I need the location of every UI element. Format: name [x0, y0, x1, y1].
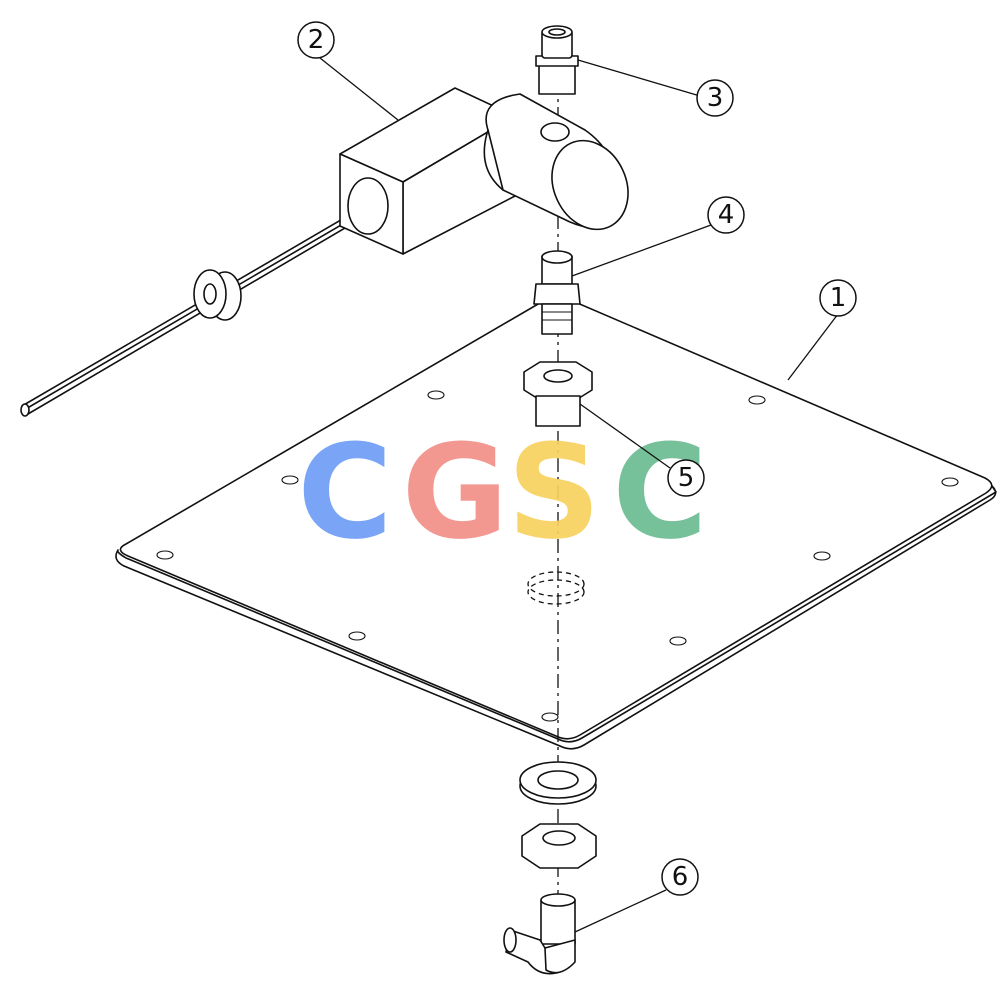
callout-1: 1: [819, 279, 857, 317]
hex-nut: [521, 823, 597, 869]
callout-6: 6: [661, 858, 699, 896]
plate-center-hole: [527, 571, 585, 605]
watermark-letter-2: G: [402, 416, 509, 568]
washer: [519, 761, 597, 805]
callout-1-label: 1: [830, 283, 847, 313]
watermark-letter-3: S: [507, 416, 601, 568]
callout-5-label: 5: [678, 463, 695, 493]
plate-holes: [156, 390, 959, 722]
sensor-housing: [20, 87, 629, 417]
cgsc-watermark: C G S C: [297, 416, 707, 568]
elbow-fitting: [503, 893, 576, 975]
callout-5: 5: [667, 459, 705, 497]
callout-4: 4: [707, 196, 745, 234]
callout-2: 2: [297, 21, 335, 59]
cable-grommet: [193, 269, 242, 321]
callout-6-label: 6: [672, 862, 689, 892]
leader-lines: [319, 57, 839, 933]
top-fitting: [535, 25, 579, 95]
callout-2-label: 2: [308, 25, 325, 55]
callout-3-label: 3: [707, 83, 724, 113]
bottom-hardware: [503, 761, 597, 975]
threaded-connector: [533, 250, 581, 335]
callout-3: 3: [696, 79, 734, 117]
watermark-letter-1: C: [297, 416, 392, 568]
callout-4-label: 4: [718, 200, 735, 230]
bulkhead-nut: [523, 361, 593, 427]
